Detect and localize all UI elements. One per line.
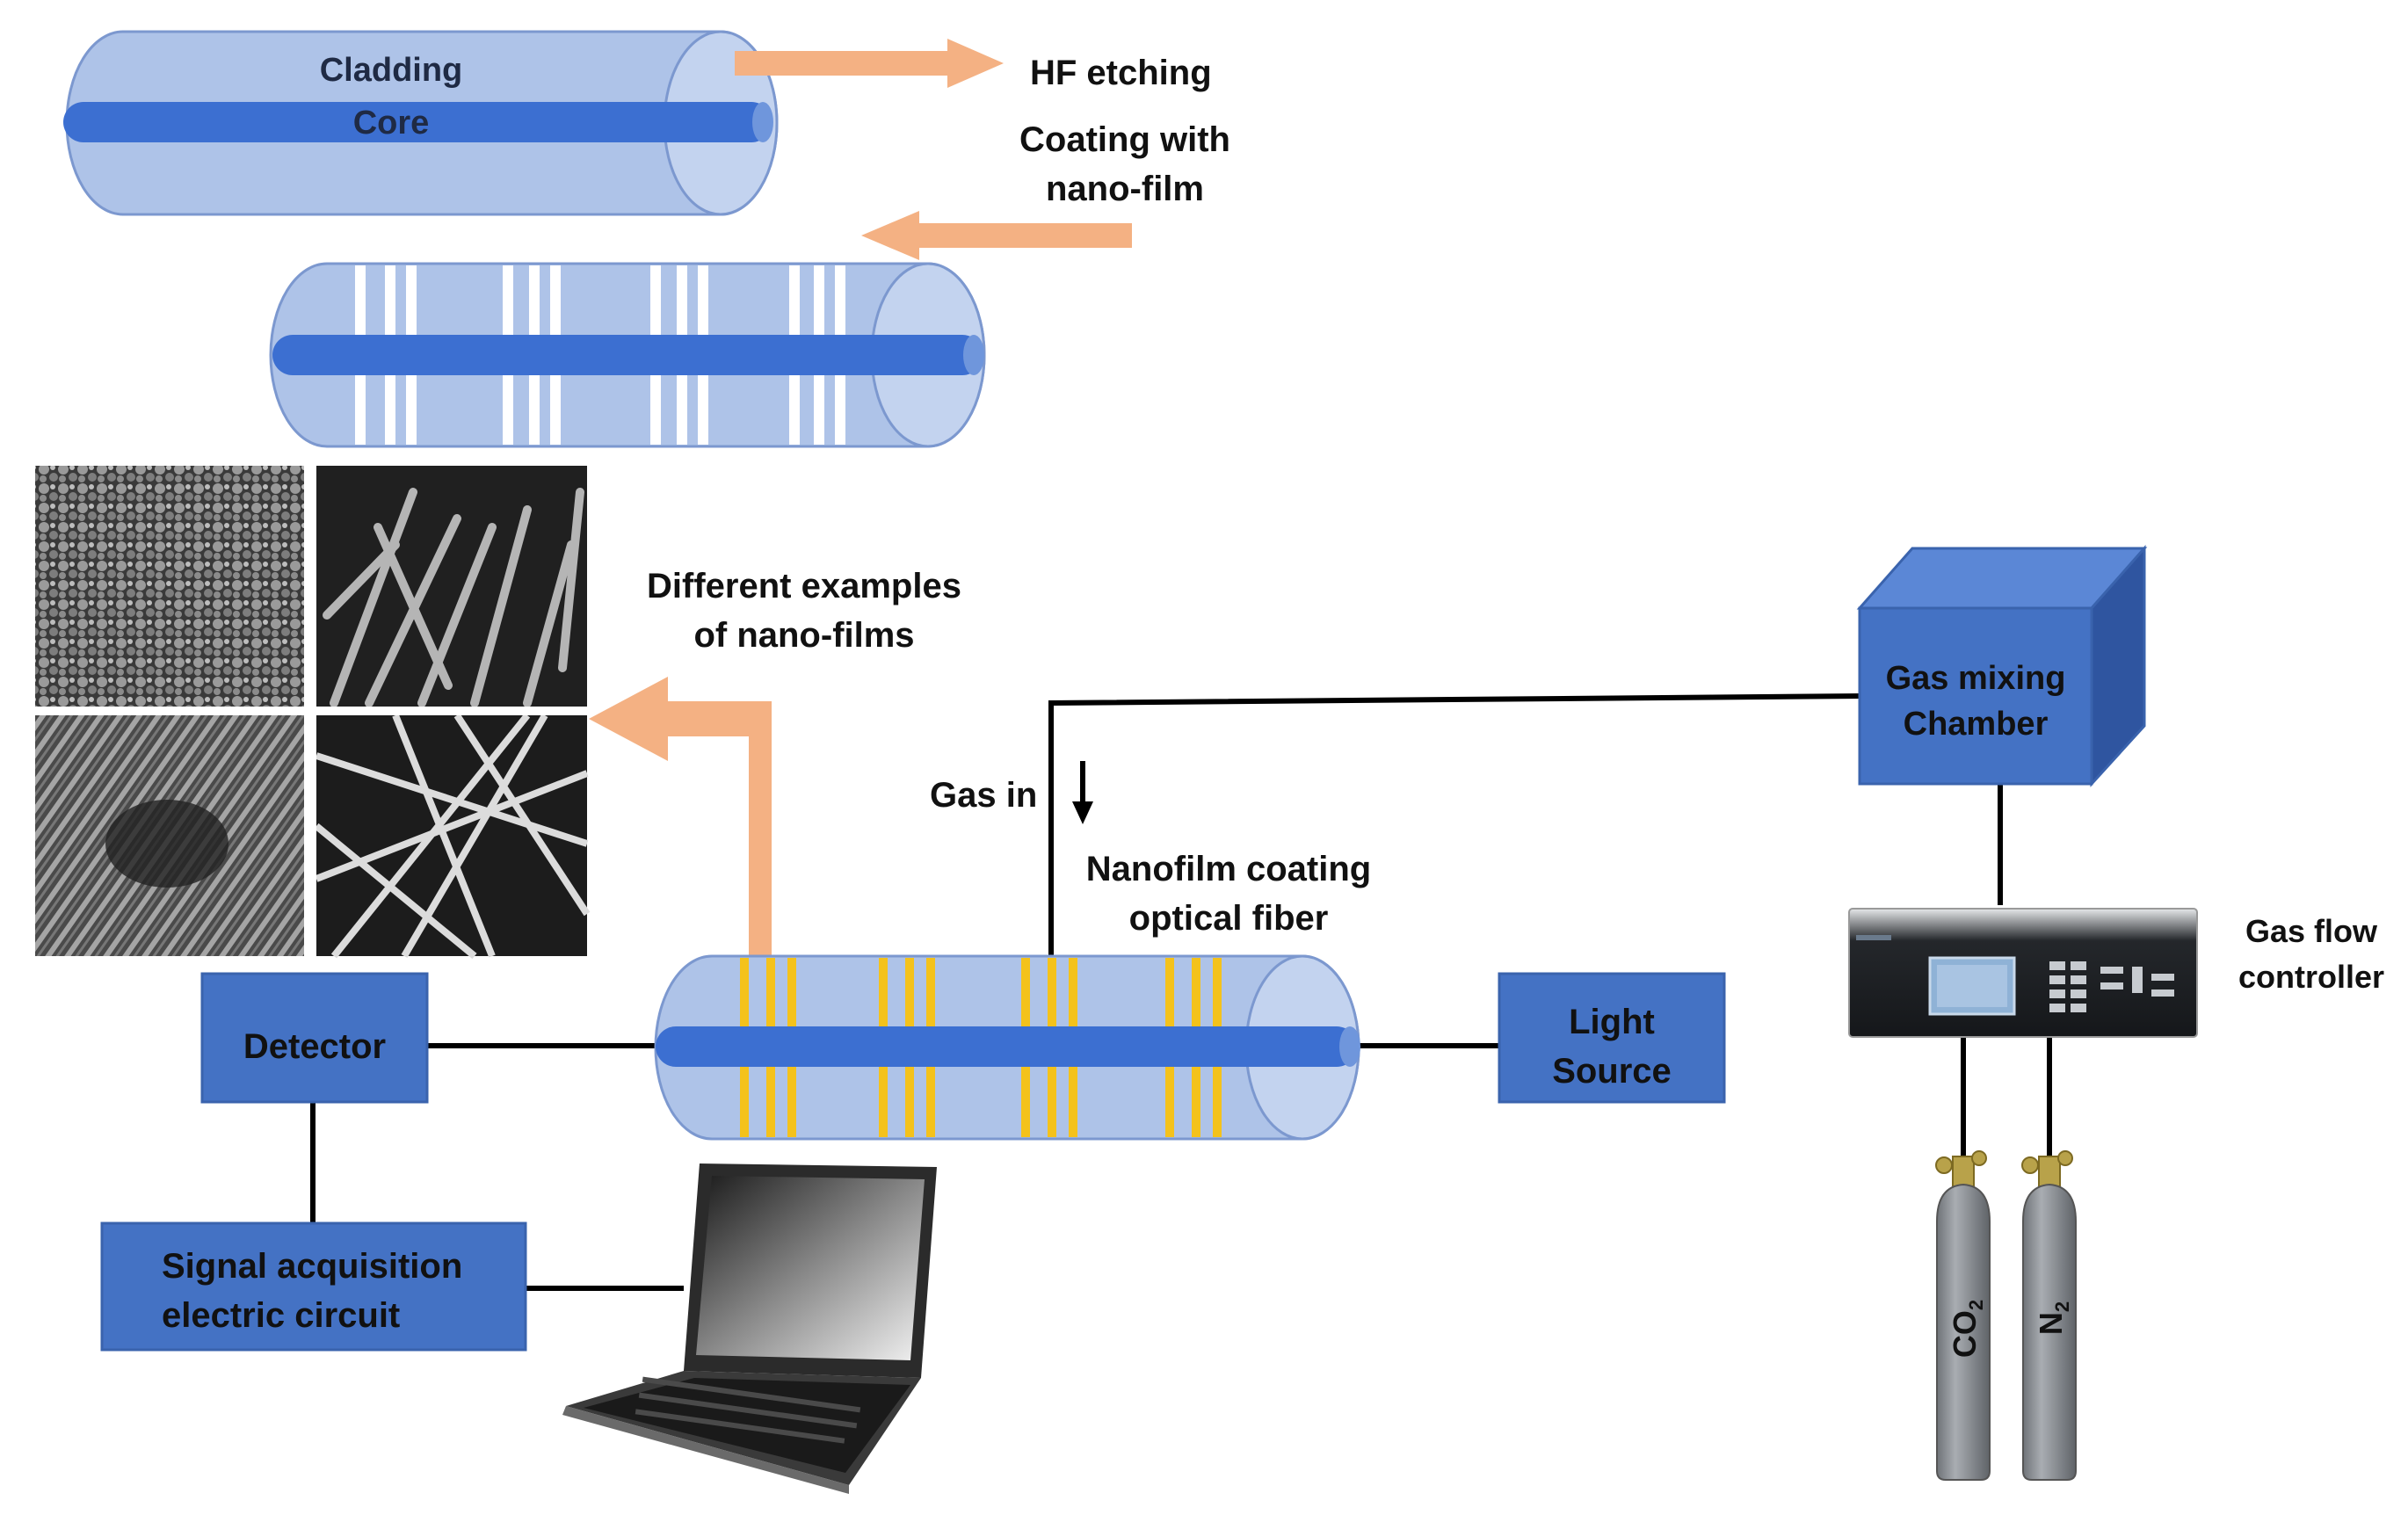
- coating-label-line1: Coating with: [1019, 120, 1230, 159]
- gas-line: [1048, 693, 1864, 960]
- co2-label: CO2: [1947, 1300, 1987, 1358]
- cladding-label: Cladding: [320, 52, 463, 89]
- core-label: Core: [353, 105, 430, 141]
- signal-label-line1: Signal acquisition: [162, 1247, 462, 1286]
- grating-fiber-illustration: [269, 262, 986, 448]
- sem-image-icon: [35, 466, 304, 707]
- n2-cylinder: [2022, 1183, 2077, 1481]
- gas-flow-label-line2: controller: [2238, 959, 2384, 995]
- nanofilm-label-line2: optical fiber: [1129, 899, 1329, 938]
- gas-mixing-label-line1: Gas mixing: [1886, 660, 2066, 697]
- light-source-box: Light Source: [1498, 972, 1726, 1104]
- examples-arrow: [589, 677, 772, 960]
- nano-film-sem-images: [35, 466, 591, 960]
- gas-flow-label-line1: Gas flow: [2245, 913, 2378, 949]
- fiber-core: [63, 102, 772, 142]
- light-source-label-line1: Light: [1569, 1003, 1655, 1041]
- detector-label: Detector: [243, 1027, 386, 1066]
- sensing-fiber: [654, 954, 1360, 1141]
- co2-cylinder: [1936, 1183, 1991, 1481]
- coating-label-line2: nano-film: [1046, 170, 1204, 208]
- gas-mixing-label-line2: Chamber: [1904, 706, 2049, 743]
- detector-box: Detector: [200, 972, 429, 1104]
- connection-lines: [310, 693, 2052, 1291]
- gas-in-arrow: [1072, 761, 1093, 824]
- light-source-label-line2: Source: [1552, 1052, 1672, 1091]
- gas-cylinder-icon: CO2 N2: [1935, 1150, 2077, 1481]
- gas-controller-device-icon: [1848, 908, 2198, 1038]
- examples-label-line1: Different examples: [647, 567, 961, 605]
- hf-etching-arrow: [735, 39, 1004, 88]
- signal-label-line2: electric circuit: [162, 1296, 400, 1335]
- n2-label: N2: [2033, 1301, 2073, 1335]
- coating-arrow: [861, 211, 1132, 260]
- laptop-icon: [562, 1163, 937, 1494]
- sem-image-icon: [316, 715, 587, 956]
- gas-in-label: Gas in: [930, 776, 1037, 815]
- examples-label-line2: of nano-films: [693, 616, 914, 655]
- signal-circuit-box: Signal acquisition electric circuit: [100, 1221, 527, 1352]
- etched-fiber-illustration: Cladding Core: [63, 30, 779, 216]
- gas-mixing-chamber: Gas mixing Chamber: [1856, 545, 2148, 787]
- nanofilm-label-line1: Nanofilm coating: [1086, 850, 1371, 888]
- hf-etching-label: HF etching: [1030, 54, 1212, 92]
